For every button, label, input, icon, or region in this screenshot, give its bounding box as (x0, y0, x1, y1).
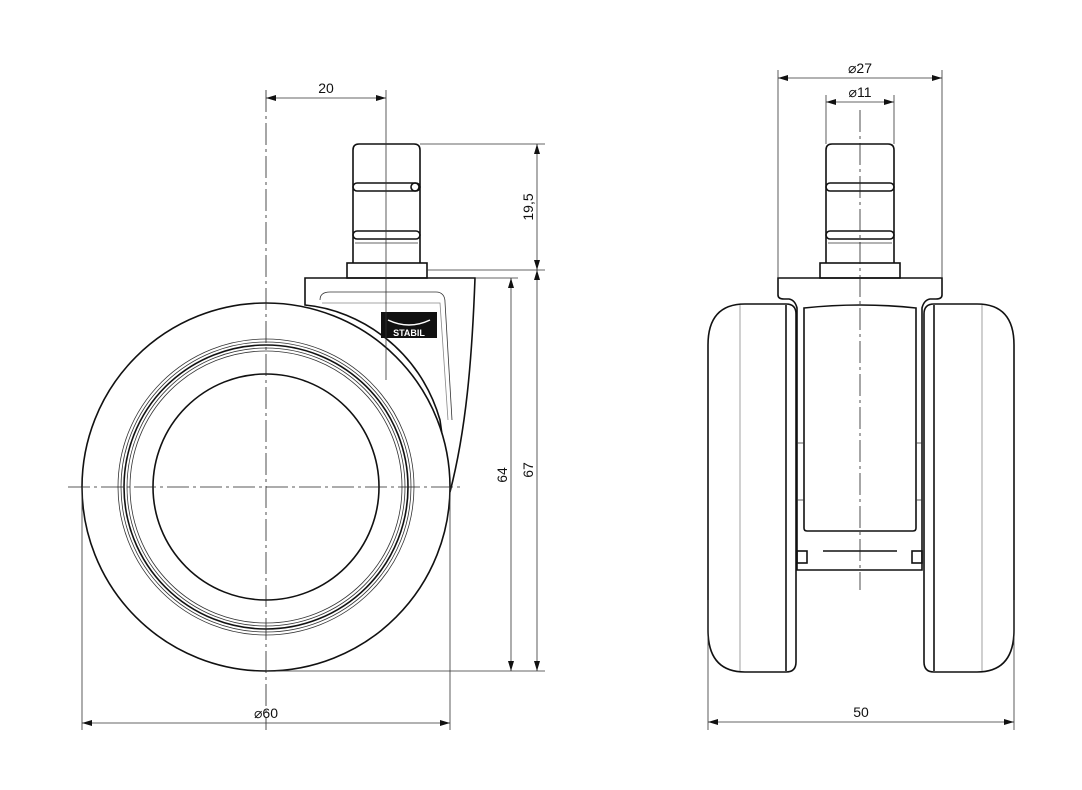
hub (803, 304, 917, 532)
stem (346, 143, 428, 279)
dim-wheel-height: 64 (494, 467, 510, 483)
wheel-front-right (923, 303, 1015, 673)
dim-total-height: 67 (520, 462, 536, 478)
dim-wheel-diameter: ⌀60 (254, 705, 278, 721)
fork-plate (777, 277, 943, 571)
dim-total-width: 50 (853, 704, 869, 720)
wheel-front-left (707, 303, 797, 673)
dim-stem-height: 19,5 (520, 193, 536, 220)
dim-stem-diameter: ⌀11 (849, 84, 872, 100)
side-view: STABIL 20 19,5 67 64 (68, 80, 545, 730)
front-view: ⌀27 ⌀11 50 (707, 60, 1015, 730)
dim-stem-offset: 20 (318, 80, 334, 96)
svg-text:STABIL: STABIL (393, 328, 425, 338)
stabil-logo: STABIL (381, 312, 437, 338)
dim-plate-diameter: ⌀27 (848, 60, 872, 76)
